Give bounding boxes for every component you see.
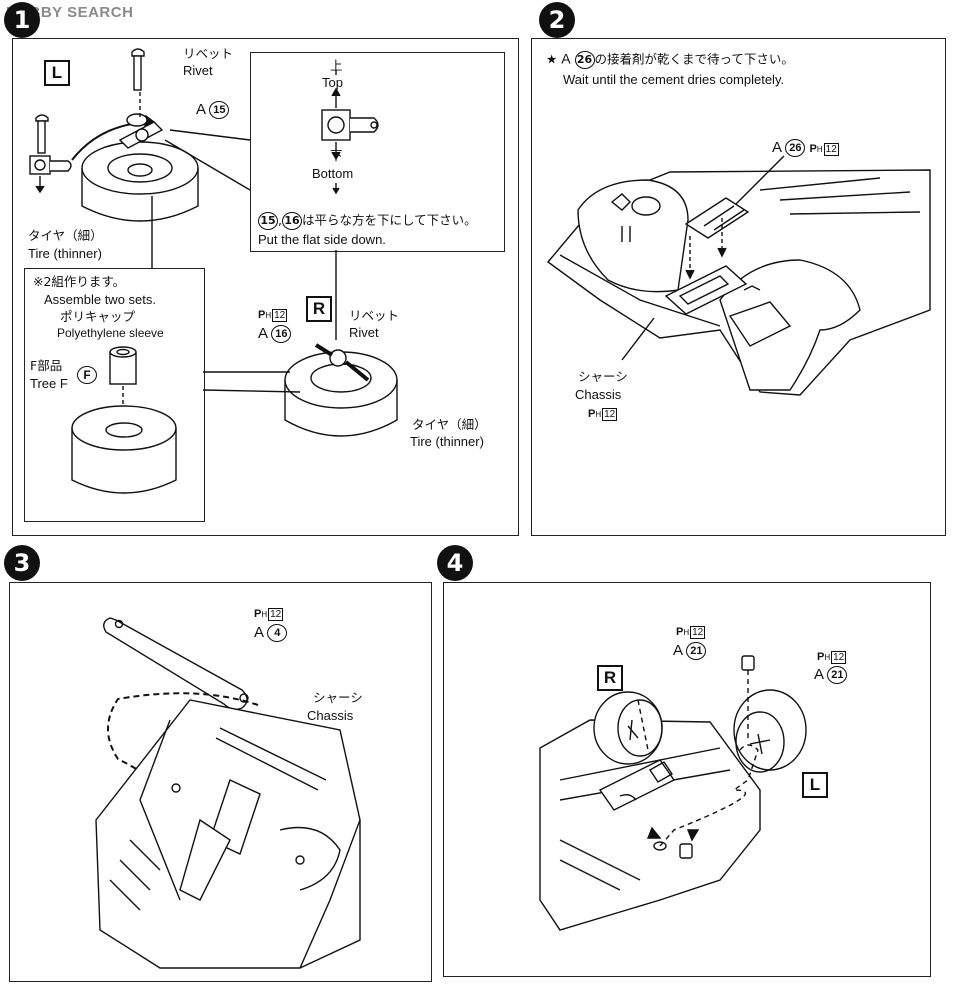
flat-side-note-en: Put the flat side down. <box>258 232 386 247</box>
step-3-chassis-en: Chassis <box>307 708 354 723</box>
bottom-label-en: Bottom <box>312 166 354 181</box>
assemble-note-jp: ※2組作ります。 <box>33 274 126 289</box>
rivet2-label-en: Rivet <box>349 325 379 340</box>
chassis-label-jp: シャーシ <box>578 369 628 384</box>
side-label-left-4: L <box>802 772 828 798</box>
tree-label-en: Tree F <box>30 376 68 391</box>
part-a15-label: A 15 <box>196 101 230 119</box>
inset-top-bottom-box <box>250 52 505 252</box>
chassis-label-en: Chassis <box>575 387 622 402</box>
top-label-jp: 上 <box>330 58 343 73</box>
part-a15-number: 15 <box>209 101 230 119</box>
polycap-label-jp: ポリキャップ <box>60 309 136 324</box>
rivet-label-en: Rivet <box>183 63 213 78</box>
assemble-note-en: Assemble two sets. <box>44 292 156 307</box>
part-a16-label: A 16 <box>258 325 292 343</box>
step-3-number: 3 <box>4 545 40 581</box>
step-2-number: 2 <box>539 2 575 38</box>
step-1-number: 1 <box>4 2 40 38</box>
top-label-en: Top <box>322 75 343 90</box>
tire2-label-en: Tire (thinner) <box>410 434 484 449</box>
chassis-drawing <box>546 155 931 396</box>
step-1-panel <box>12 38 519 536</box>
inset-polycap-box <box>24 268 205 522</box>
part-a21-label-1: A 21 <box>673 642 707 660</box>
polycap-label-en: Polyethylene sleeve <box>57 326 164 340</box>
tree-label-jp: F部品 <box>30 358 63 373</box>
side-label-left: L <box>44 60 70 86</box>
rivet-label-jp: リベット <box>183 46 234 61</box>
cement-note-en: Wait until the cement dries completely. <box>563 72 785 87</box>
tire-label-en: Tire (thinner) <box>28 246 102 261</box>
side-label-right-4: R <box>597 665 623 691</box>
step-3-chassis-jp: シャーシ <box>313 690 363 705</box>
part-a4-label: A 4 <box>254 624 288 642</box>
rivet2-label-jp: リベット <box>349 308 400 323</box>
tire-label-jp: タイヤ（細） <box>28 228 103 243</box>
step-4-number: 4 <box>437 545 473 581</box>
tire2-label-jp: タイヤ（細） <box>412 417 487 432</box>
side-label-right: R <box>306 296 332 322</box>
rivet-icon <box>131 48 145 91</box>
tree-f-badge: F <box>77 366 97 384</box>
part-a21-label-2: A 21 <box>814 666 848 684</box>
